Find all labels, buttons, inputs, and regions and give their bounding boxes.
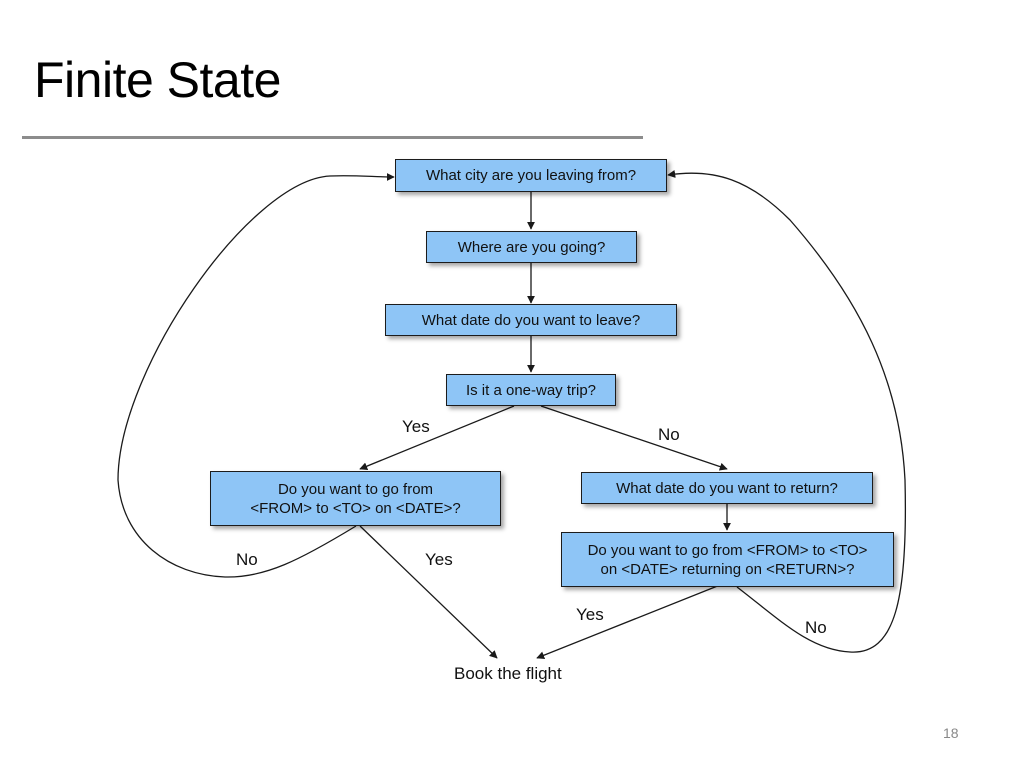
node-one-way-question-text: Is it a one-way trip? [465,381,597,399]
node-destination: Where are you going? [426,231,637,263]
node-book-flight: Book the flight [454,664,562,683]
node-return-date-text: What date do you want to return? [616,479,838,497]
node-leaving-city: What city are you leaving from? [395,159,667,192]
label-confirm-one-way-yes: Yes [425,550,453,569]
label-one-way-yes: Yes [402,417,430,436]
slide-title: Finite State [34,52,281,108]
node-confirm-one-way-line1: Do you want to go from [277,480,434,498]
node-confirm-round-trip: Do you want to go from <FROM> to <TO> on… [561,532,894,587]
edge-confirm-one-way-no-loop [117,172,395,578]
node-leave-date: What date do you want to leave? [385,304,677,336]
edge-one-way-no [540,405,728,471]
node-one-way-question: Is it a one-way trip? [446,374,616,406]
edge-one-way-yes [359,405,515,470]
edge-confirm-round-yes [536,584,721,660]
node-confirm-round-line1: Do you want to go from <FROM> to <TO> [587,541,868,559]
edge-confirm-round-no-loop [667,169,907,653]
node-leaving-city-text: What city are you leaving from? [425,167,637,184]
node-confirm-one-way: Do you want to go from <FROM> to <TO> on… [210,471,501,526]
node-confirm-round-line2: on <DATE> returning on <RETURN>? [600,560,855,578]
title-divider [22,136,643,139]
label-confirm-round-yes: Yes [576,605,604,624]
node-confirm-one-way-line2: <FROM> to <TO> on <DATE>? [250,499,461,517]
label-confirm-one-way-no: No [236,550,258,569]
node-return-date: What date do you want to return? [581,472,873,504]
page-number: 18 [943,725,959,741]
label-confirm-round-no: No [805,618,827,637]
node-destination-text: Where are you going? [457,238,606,256]
node-leave-date-text: What date do you want to leave? [421,311,641,329]
edge-confirm-one-way-yes [359,525,498,659]
label-one-way-no: No [658,425,680,444]
